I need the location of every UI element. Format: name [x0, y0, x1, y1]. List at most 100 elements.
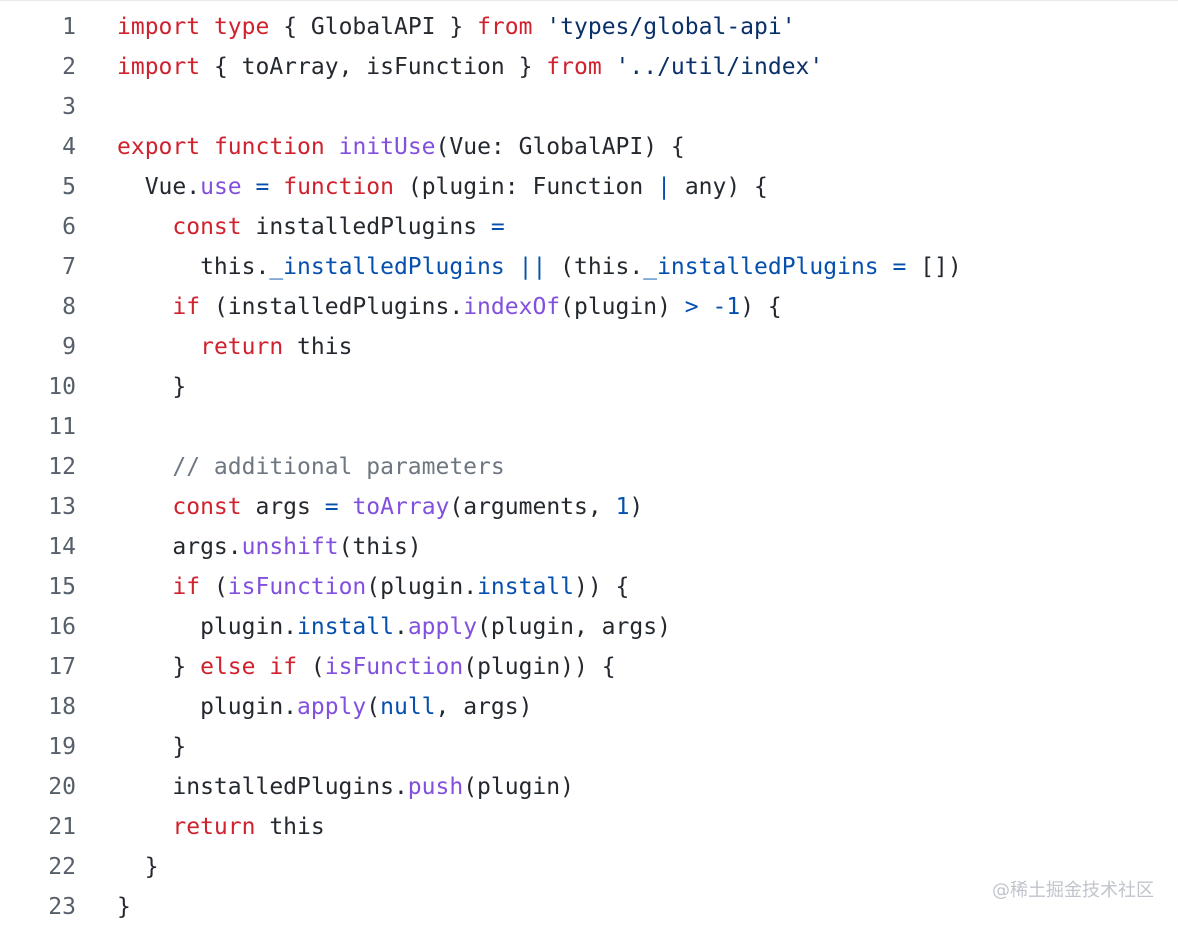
code-token: isFunction [324, 654, 464, 680]
code-token [602, 54, 616, 80]
code-token: || [518, 254, 547, 280]
line-code: } [117, 887, 131, 927]
code-token: } [117, 654, 201, 680]
code-token [532, 14, 546, 40]
line-number: 11 [48, 414, 76, 440]
code-line: 21 return this [0, 807, 1178, 847]
code-token: = [490, 214, 505, 240]
code-line: 8 if (installedPlugins.indexOf(plugin) >… [0, 287, 1178, 327]
code-line: 20 installedPlugins.push(plugin) [0, 767, 1178, 807]
code-token: } [117, 374, 187, 400]
line-code: args.unshift(this) [117, 527, 422, 567]
code-token: from [477, 14, 533, 40]
code-token: (plugin) [560, 294, 685, 320]
code-line: 13 const args = toArray(arguments, 1) [0, 487, 1178, 527]
line-code: plugin.install.apply(plugin, args) [117, 607, 671, 647]
line-code: // additional parameters [117, 447, 505, 487]
code-line: 6 const installedPlugins = [0, 207, 1178, 247]
code-token: ) [629, 494, 644, 520]
code-token [117, 494, 172, 520]
code-token: // additional parameters [172, 454, 505, 480]
line-number: 23 [48, 894, 76, 920]
line-number: 5 [62, 174, 76, 200]
code-token: ( [297, 654, 325, 680]
code-token: } [117, 894, 131, 920]
code-token: { GlobalAPI } [269, 14, 478, 40]
code-token: (this. [546, 254, 644, 280]
code-token: args. [117, 534, 242, 560]
code-token [117, 454, 172, 480]
code-token: from [546, 54, 602, 80]
code-token: = [255, 174, 270, 200]
code-token: isFunction [227, 574, 367, 600]
line-code: const installedPlugins = [117, 207, 505, 247]
code-token: this [255, 814, 325, 840]
line-number: 9 [62, 334, 76, 360]
line-number: 4 [62, 134, 76, 160]
code-token [879, 254, 893, 280]
code-token [117, 574, 172, 600]
code-token [117, 214, 172, 240]
code-token: return [172, 814, 256, 840]
line-number: 12 [48, 454, 76, 480]
code-line: 10 } [0, 367, 1178, 407]
code-token: (this) [338, 534, 422, 560]
code-token: (plugin)) { [463, 654, 616, 680]
code-line: 17 } else if (isFunction(plugin)) { [0, 647, 1178, 687]
code-line: 19 } [0, 727, 1178, 767]
code-token [242, 174, 256, 200]
code-token [117, 334, 200, 360]
line-number: 13 [48, 494, 76, 520]
code-token: (plugin. [366, 574, 478, 600]
code-token [200, 134, 214, 160]
code-token: (plugin) [463, 774, 574, 800]
line-number: 19 [48, 734, 76, 760]
code-token: _installedPlugins [269, 254, 505, 280]
code-token: Vue. [117, 174, 201, 200]
code-token: (plugin, args) [477, 614, 671, 640]
line-number: 10 [48, 374, 76, 400]
line-code: if (isFunction(plugin.install)) { [117, 567, 629, 607]
line-number: 16 [48, 614, 76, 640]
line-code: installedPlugins.push(plugin) [117, 767, 574, 807]
line-code: if (installedPlugins.indexOf(plugin) > -… [117, 287, 781, 327]
code-token [269, 174, 283, 200]
code-token: null [380, 694, 436, 720]
code-token: args [241, 494, 325, 520]
code-line: 15 if (isFunction(plugin.install)) { [0, 567, 1178, 607]
code-line: 16 plugin.install.apply(plugin, args) [0, 607, 1178, 647]
code-line: 9 return this [0, 327, 1178, 367]
code-token [255, 654, 269, 680]
code-token: 'types/global-api' [546, 14, 796, 40]
line-number: 3 [62, 94, 76, 120]
code-token: , args) [435, 694, 533, 720]
line-number: 15 [48, 574, 76, 600]
code-token: import [117, 14, 201, 40]
code-line: 7 this._installedPlugins || (this._insta… [0, 247, 1178, 287]
line-number: 6 [62, 214, 76, 240]
line-number: 20 [48, 774, 76, 800]
code-token: apply [407, 614, 478, 640]
line-number: 2 [62, 54, 76, 80]
code-line: 12 // additional parameters [0, 447, 1178, 487]
code-line: 18 plugin.apply(null, args) [0, 687, 1178, 727]
code-token: } [117, 854, 159, 880]
code-token: toArray [352, 494, 450, 520]
line-code: import type { GlobalAPI } from 'types/gl… [117, 7, 796, 47]
code-token [117, 294, 172, 320]
code-token: function [283, 174, 394, 200]
code-token: (installedPlugins. [200, 294, 464, 320]
line-number: 7 [62, 254, 76, 280]
code-token: { toArray, isFunction } [200, 54, 547, 80]
code-token: return [200, 334, 284, 360]
line-code: } [117, 847, 159, 887]
line-code: plugin.apply(null, args) [117, 687, 532, 727]
code-token: = [324, 494, 339, 520]
code-token: const [172, 494, 242, 520]
code-token: initUse [338, 134, 436, 160]
code-token [200, 14, 214, 40]
code-token: this [283, 334, 353, 360]
line-code: Vue.use = function (plugin: Function | a… [117, 167, 768, 207]
